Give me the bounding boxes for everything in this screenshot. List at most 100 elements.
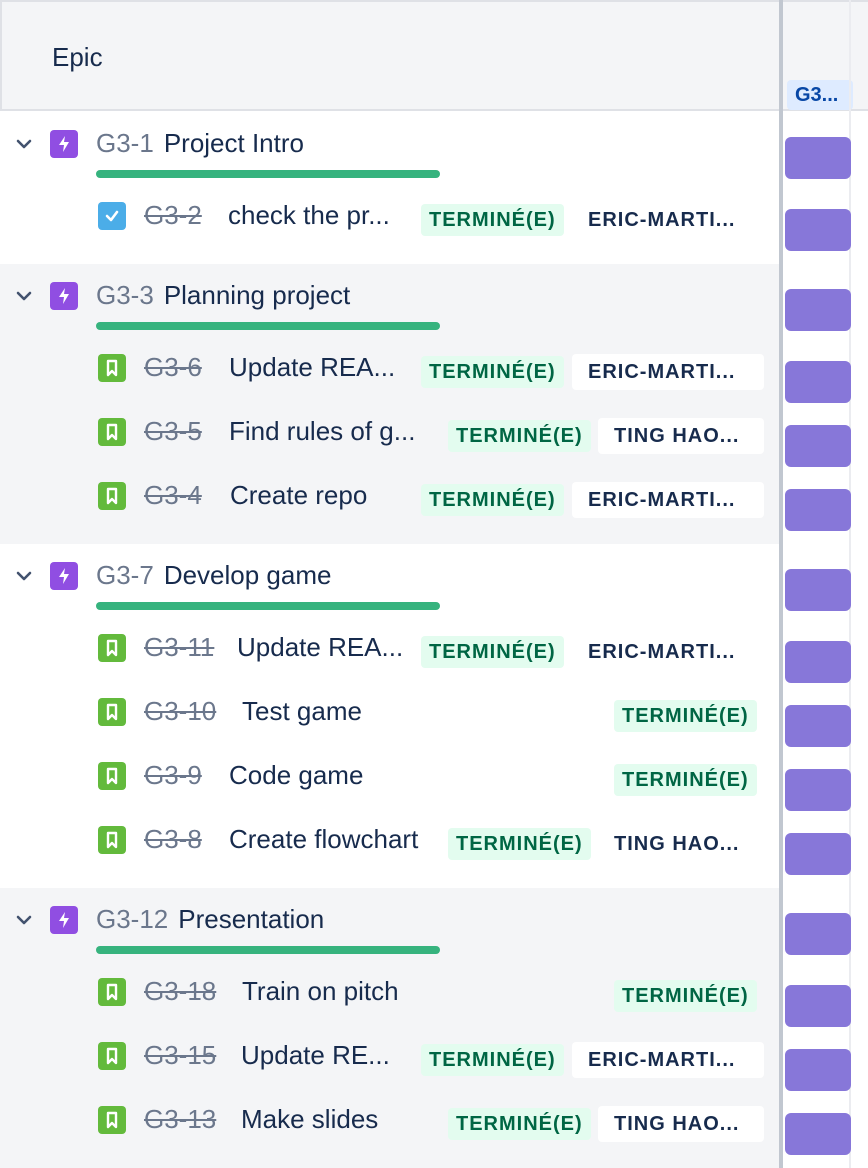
issue-summary[interactable]: Update REA... [237, 632, 404, 662]
timeline-panel: G3... [783, 0, 868, 1168]
timeline-header: G3... [783, 0, 868, 111]
chevron-down-icon[interactable] [14, 286, 34, 306]
epic-icon [50, 130, 78, 158]
issue-row[interactable]: G3-15 Update RE... TERMINÉ(E)ERIC-MARTI... [0, 1028, 781, 1092]
timeline-bar[interactable] [785, 1049, 851, 1091]
timeline-bar[interactable] [785, 833, 851, 875]
epic-key[interactable]: G3-7 Develop game [96, 560, 331, 591]
issue-key[interactable]: G3-5 [144, 416, 202, 446]
status-badge[interactable]: TERMINÉ(E) [421, 484, 564, 516]
issue-key[interactable]: G3-15 [144, 1040, 217, 1070]
panel-resize-handle[interactable] [779, 0, 783, 1168]
assignee-badge[interactable]: TING HAO... [598, 1106, 764, 1142]
epic-summary: Project Intro [163, 128, 304, 158]
issue-summary[interactable]: Create flowchart [229, 824, 419, 854]
issue-summary[interactable]: Update REA... [229, 352, 396, 382]
timeline-bar[interactable] [785, 705, 851, 747]
checkbox-icon [98, 202, 126, 230]
issue-row[interactable]: G3-2 check the pr... TERMINÉ(E)ERIC-MARTI.… [0, 188, 781, 252]
issue-row[interactable]: G3-8 Create flowchart TERMINÉ(E)TING HAO..… [0, 812, 781, 876]
timeline-bar[interactable] [785, 289, 851, 331]
issue-summary[interactable]: Train on pitch [242, 976, 399, 1006]
issue-row[interactable]: G3-6 Update REA... TERMINÉ(E)ERIC-MARTI... [0, 340, 781, 404]
assignee-badge[interactable]: TING HAO... [598, 418, 764, 454]
issue-summary[interactable]: Make slides [241, 1104, 379, 1134]
epic-key[interactable]: G3-1 Project Intro [96, 128, 304, 159]
column-title: Epic [52, 42, 103, 72]
status-badge[interactable]: TERMINÉ(E) [614, 980, 757, 1012]
status-badge[interactable]: TERMINÉ(E) [421, 356, 564, 388]
bookmark-icon [98, 418, 126, 446]
status-badge[interactable]: TERMINÉ(E) [448, 1108, 591, 1140]
bookmark-icon [98, 698, 126, 726]
issue-row[interactable]: G3-4 Create repo TERMINÉ(E)ERIC-MARTI... [0, 468, 781, 532]
timeline-bar[interactable] [785, 137, 851, 179]
issue-summary[interactable]: Update RE... [241, 1040, 390, 1070]
issue-key[interactable]: G3-8 [144, 824, 202, 854]
issue-row[interactable]: G3-18 Train on pitch TERMINÉ(E) [0, 964, 781, 1028]
issue-key[interactable]: G3-9 [144, 760, 202, 790]
timeline-bar[interactable] [785, 641, 851, 683]
issue-key[interactable]: G3-18 [144, 976, 217, 1006]
issue-key[interactable]: G3-4 [144, 480, 202, 510]
bookmark-icon [98, 634, 126, 662]
timeline-bar[interactable] [785, 489, 851, 531]
chevron-down-icon[interactable] [14, 910, 34, 930]
issue-summary[interactable]: Create repo [230, 480, 368, 510]
assignee-badge[interactable]: ERIC-MARTI... [572, 202, 764, 238]
epic-key-text: G3-1 [96, 128, 154, 158]
epic-row[interactable]: G3-7 Develop game [0, 548, 781, 612]
issue-row[interactable]: G3-11 Update REA... TERMINÉ(E)ERIC-MARTI..… [0, 620, 781, 684]
status-badge[interactable]: TERMINÉ(E) [448, 828, 591, 860]
epic-summary: Develop game [163, 560, 332, 590]
chevron-down-icon[interactable] [14, 566, 34, 586]
issue-key[interactable]: G3-10 [144, 696, 217, 726]
issue-row[interactable]: G3-9 Code game TERMINÉ(E) [0, 748, 781, 812]
status-badge[interactable]: TERMINÉ(E) [614, 700, 757, 732]
bookmark-icon [98, 762, 126, 790]
timeline-bar[interactable] [785, 1113, 851, 1155]
timeline-bar[interactable] [785, 769, 851, 811]
timeline-bar[interactable] [785, 361, 851, 403]
epic-progress-bar [96, 322, 440, 330]
issue-row[interactable]: G3-5 Find rules of g... TERMINÉ(E)TING HAO… [0, 404, 781, 468]
timeline-bar[interactable] [785, 425, 851, 467]
status-badge[interactable]: TERMINÉ(E) [421, 1044, 564, 1076]
timeline-bar[interactable] [785, 569, 851, 611]
issue-key[interactable]: G3-11 [144, 632, 215, 662]
epic-key-text: G3-7 [96, 560, 154, 590]
assignee-badge[interactable]: ERIC-MARTI... [572, 634, 764, 670]
assignee-badge[interactable]: TING HAO... [598, 826, 764, 862]
issue-summary[interactable]: Code game [229, 760, 364, 790]
assignee-badge[interactable]: ERIC-MARTI... [572, 482, 764, 518]
status-badge[interactable]: TERMINÉ(E) [614, 764, 757, 796]
issue-key[interactable]: G3-13 [144, 1104, 217, 1134]
issue-key[interactable]: G3-2 [144, 200, 202, 230]
timeline-bar[interactable] [785, 209, 851, 251]
status-badge[interactable]: TERMINÉ(E) [421, 636, 564, 668]
assignee-badge[interactable]: ERIC-MARTI... [572, 1042, 764, 1078]
assignee-badge[interactable]: ERIC-MARTI... [572, 354, 764, 390]
issue-row[interactable]: G3-13 Make slides TERMINÉ(E)TING HAO... [0, 1092, 781, 1156]
epic-key-text: G3-3 [96, 280, 154, 310]
timeline-bar[interactable] [785, 985, 851, 1027]
chevron-down-icon[interactable] [14, 134, 34, 154]
issue-summary[interactable]: Find rules of g... [229, 416, 416, 446]
status-badge[interactable]: TERMINÉ(E) [421, 204, 564, 236]
timeline-bar[interactable] [785, 913, 851, 955]
bookmark-icon [98, 978, 126, 1006]
epic-row[interactable]: G3-1 Project Intro [0, 116, 781, 180]
issue-row[interactable]: G3-10 Test game TERMINÉ(E) [0, 684, 781, 748]
issue-summary[interactable]: Test game [242, 696, 362, 726]
sprint-label[interactable]: G3... [787, 80, 853, 110]
issue-key[interactable]: G3-6 [144, 352, 202, 382]
epic-progress-bar [96, 602, 440, 610]
status-badge[interactable]: TERMINÉ(E) [448, 420, 591, 452]
issue-summary[interactable]: check the pr... [228, 200, 390, 230]
